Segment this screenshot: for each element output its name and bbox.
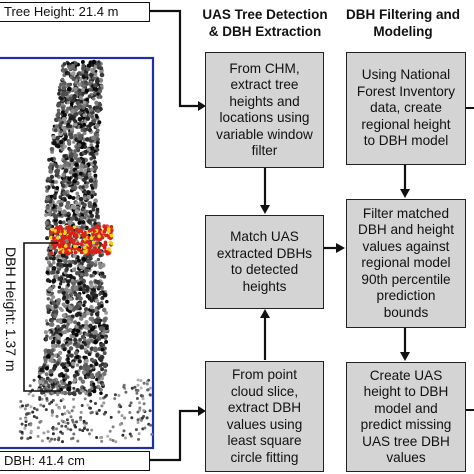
step-filter-values: Filter matched DBH and height values aga…: [346, 199, 466, 328]
arrow-filter-to-create: [400, 352, 410, 361]
dbh-label: DBH: 41.4 cm: [0, 451, 150, 471]
arrow-tree-height-to-chm: [150, 9, 199, 108]
step-match-dbh: Match UAS extracted DBHs to detected hei…: [205, 215, 324, 309]
dbh-height-label: DBH Height: 1.37 m: [3, 247, 19, 372]
point-cloud: [18, 59, 154, 444]
arrow-slice-to-match: [260, 309, 270, 318]
right-column-title: DBH Filtering and Modeling: [346, 7, 460, 39]
point-cloud-frame: [0, 56, 155, 450]
step-regional-model: Using National Forest Inventory data, cr…: [346, 52, 466, 165]
step-extract-dbh: From point cloud slice, extract DBH valu…: [205, 361, 324, 472]
step-extract-heights: From CHM, extract tree heights and locat…: [205, 52, 324, 168]
arrow-fia-to-filter: [400, 189, 410, 198]
arrow-dbh-to-slice: [150, 409, 199, 462]
tree-height-label: Tree Height: 21.4 m: [0, 2, 150, 22]
arrow-chm-to-match: [260, 205, 270, 214]
left-column-title: UAS Tree Detection & DBH Extraction: [202, 7, 328, 39]
dbh-height-bracket: [23, 242, 60, 392]
step-create-model: Create UAS height to DBH model and predi…: [346, 362, 466, 472]
arrow-match-to-filter: [336, 243, 345, 253]
